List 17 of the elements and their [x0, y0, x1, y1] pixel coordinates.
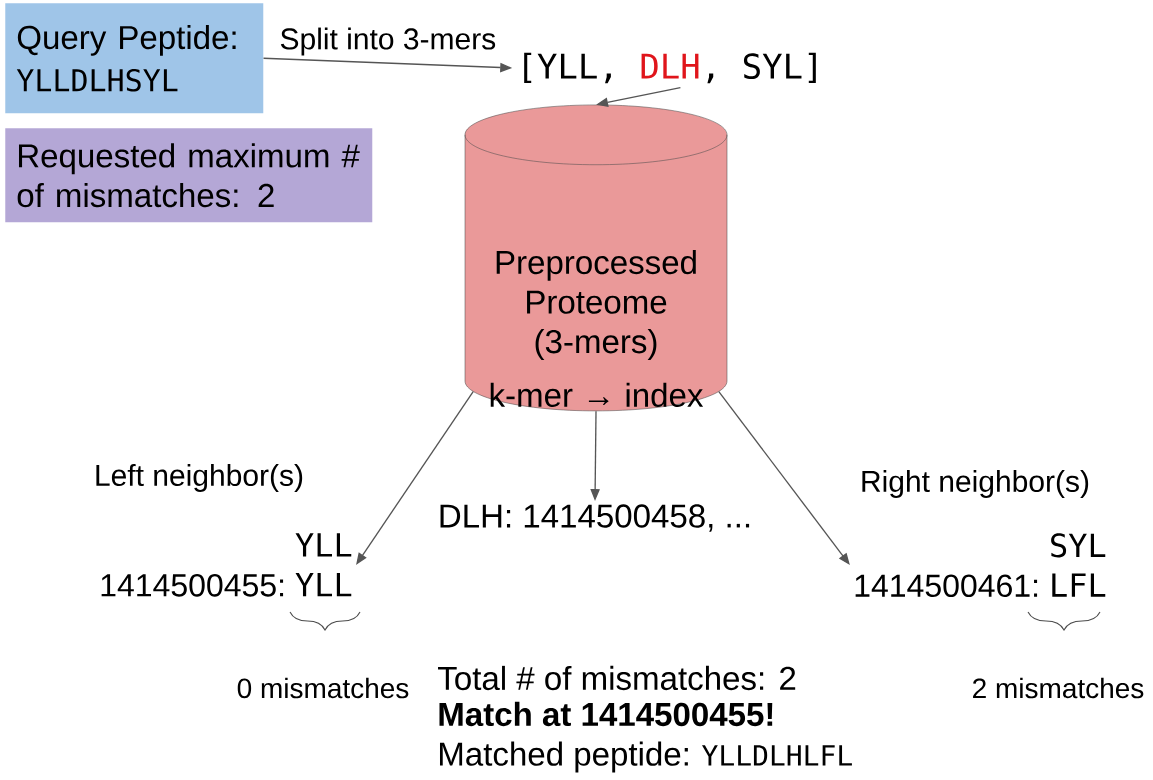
database-cylinder: Preprocessed Proteome (3-mers) k-mer → index: [464, 104, 728, 412]
result-text: Matched peptide:: [440, 741, 688, 773]
mismatch-count: 0 mismatches: [237, 677, 409, 699]
arrow: [356, 390, 474, 565]
edge-label: Split into 3-mers: [278, 26, 498, 57]
settings-box: Requested maximum # of mismatches: 2: [5, 128, 373, 223]
mismatch-count: 2 mismatches: [973, 677, 1144, 699]
query-box: Query Peptide: YLLDLHSYL: [5, 3, 264, 114]
result-text: Match at 1414500455!: [439, 701, 773, 727]
neighbor-text: SYL 1414500461: LFL: [855, 533, 1106, 598]
peptide-sequence: YLLDLHLFL: [702, 745, 852, 766]
neighbor-heading: Left neighbor(s): [96, 464, 303, 492]
neighbor-heading: Right neighbor(s): [862, 470, 1089, 498]
result-text: Total # of mismatches: 2: [438, 665, 796, 691]
neighbor-text: YLL 1414500455: YLL: [101, 533, 352, 597]
index-text: DLH: 1414500458, ...: [440, 504, 750, 532]
kmer-list: [YLL, DLH , SYL]: [524, 52, 816, 84]
